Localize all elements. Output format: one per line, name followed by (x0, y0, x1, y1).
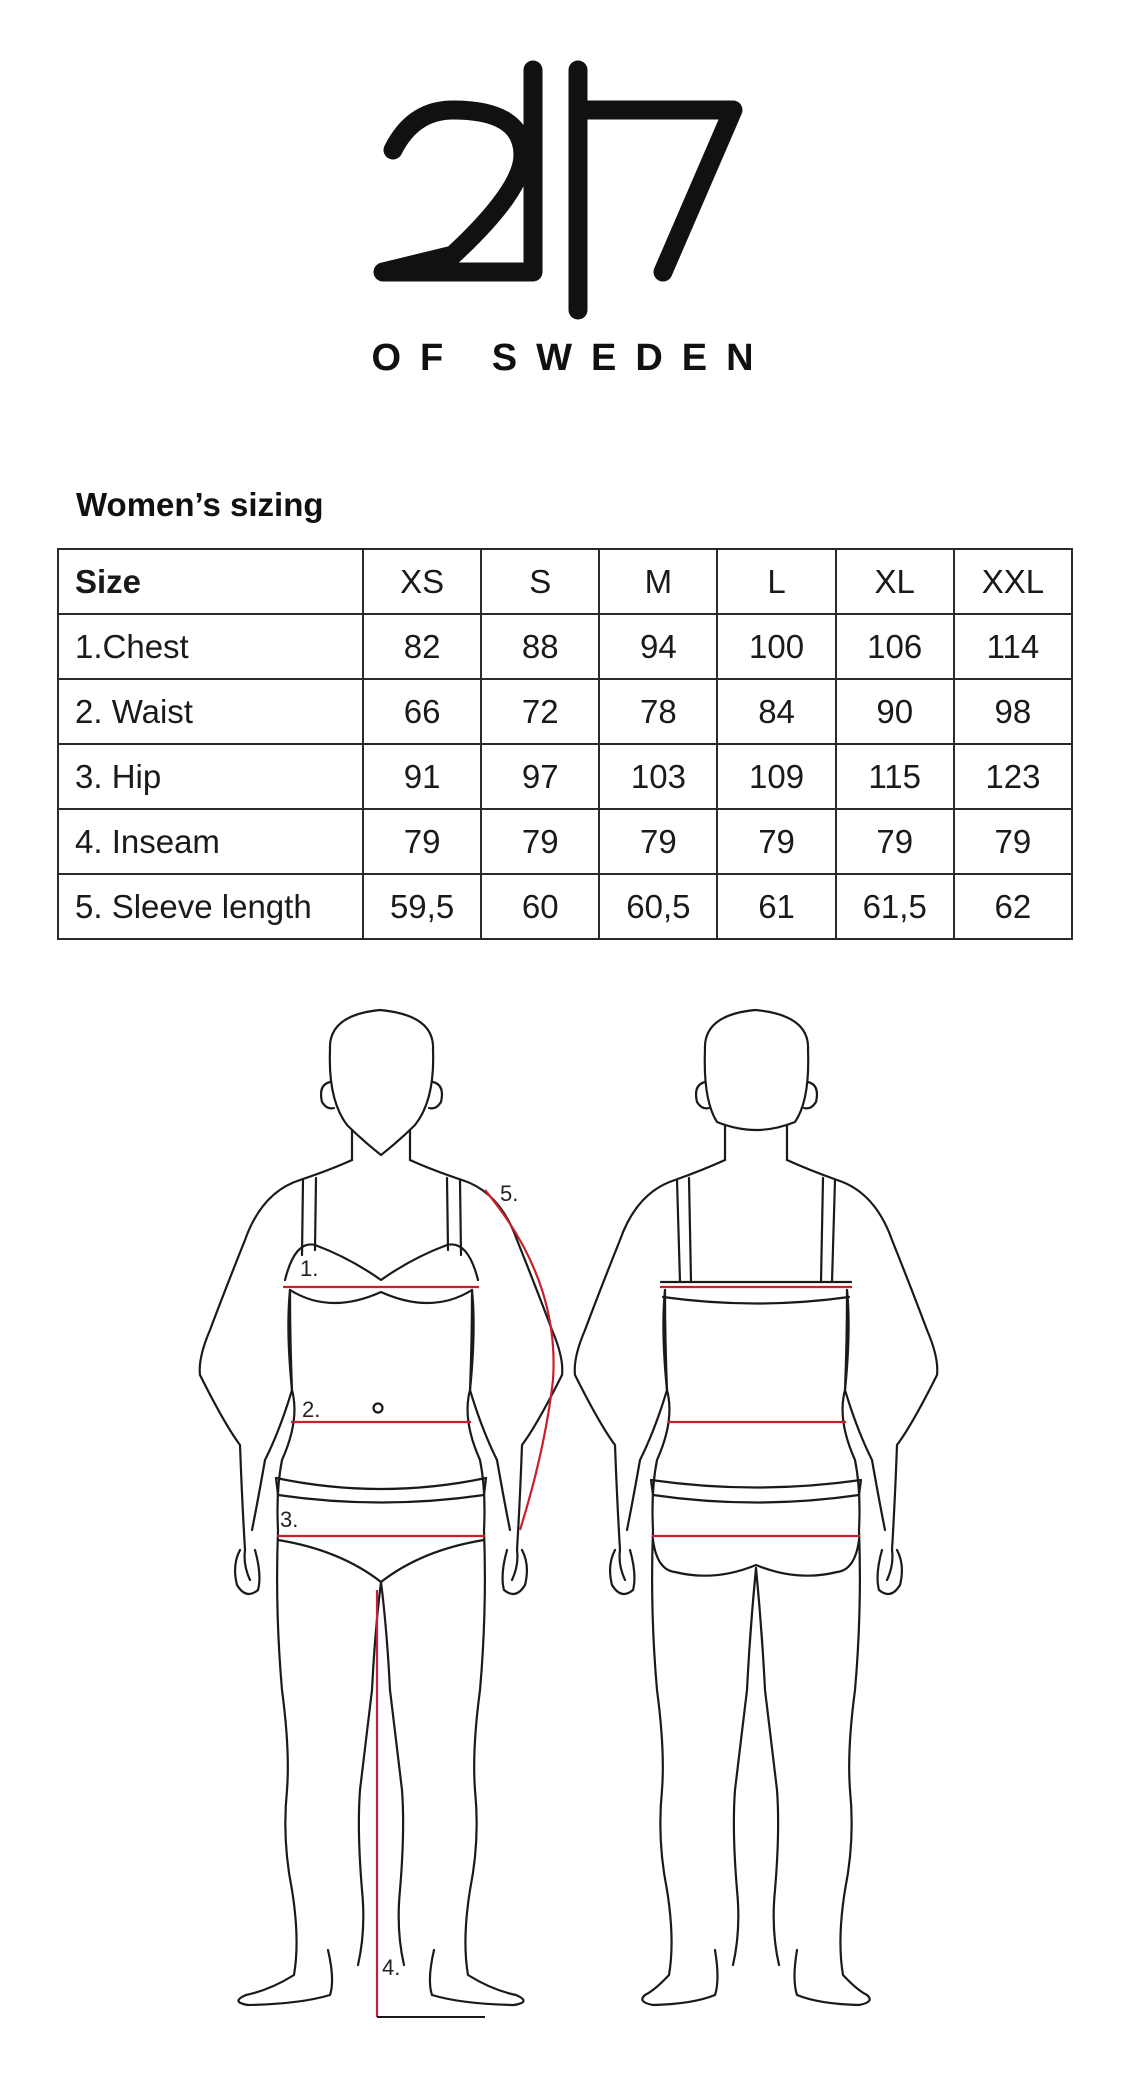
body-figures-illustration: 1. 2. 3. 4. 5. (198, 1008, 939, 2018)
table-cell: 97 (480, 743, 601, 810)
table-cell: 60 (480, 873, 601, 940)
table-cell: 78 (598, 678, 719, 745)
table-cell: 98 (952, 678, 1074, 745)
column-header: XL (834, 548, 955, 615)
column-header: Size (57, 548, 364, 615)
table-cell: 72 (480, 678, 601, 745)
row-label: 1.Chest (57, 613, 364, 680)
table-cell: 123 (952, 743, 1074, 810)
table-cell: 60,5 (598, 873, 719, 940)
column-header: M (598, 548, 719, 615)
front-figure-outline (198, 1008, 564, 2007)
row-label: 4. Inseam (57, 808, 364, 875)
table-cell: 79 (480, 808, 601, 875)
row-label: 2. Waist (57, 678, 364, 745)
size-table: Size XS S M L XL XXL 1.Chest 82 88 94 10… (57, 548, 1074, 940)
table-cell: 61,5 (834, 873, 955, 940)
brand-subtitle: OF SWEDEN (371, 337, 773, 379)
column-header: L (716, 548, 837, 615)
back-figure-outline (573, 1008, 939, 2007)
table-cell: 103 (598, 743, 719, 810)
table-cell: 114 (952, 613, 1074, 680)
table-cell: 59,5 (361, 873, 483, 940)
table-title: Women’s sizing (76, 486, 324, 523)
table-cell: 79 (361, 808, 483, 875)
front-measurement-lines (277, 1189, 555, 2017)
table-cell: 109 (716, 743, 837, 810)
column-header: XS (361, 548, 483, 615)
table-cell: 91 (361, 743, 483, 810)
measurement-diagram: 1. 2. 3. 4. 5. (0, 990, 1125, 2050)
table-row: 3. Hip 91 97 103 109 115 123 (57, 743, 1074, 810)
column-header: XXL (952, 548, 1074, 615)
table-cell: 106 (834, 613, 955, 680)
table-cell: 79 (952, 808, 1074, 875)
row-label: 5. Sleeve length (57, 873, 364, 940)
table-cell: 90 (834, 678, 955, 745)
marker-label-2: 2. (302, 1397, 320, 1422)
marker-label-4: 4. (382, 1955, 400, 1980)
back-measurement-lines (652, 1285, 860, 1538)
table-cell: 115 (834, 743, 955, 810)
marker-label-1: 1. (300, 1256, 318, 1281)
table-cell: 79 (716, 808, 837, 875)
row-label: 3. Hip (57, 743, 364, 810)
brand-logo: OF SWEDEN (0, 60, 1125, 390)
table-row: 1.Chest 82 88 94 100 106 114 (57, 613, 1074, 680)
table-cell: 79 (598, 808, 719, 875)
table-cell: 84 (716, 678, 837, 745)
table-header-row: Size XS S M L XL XXL (57, 548, 1074, 615)
logo-mark-2-7-icon (373, 60, 742, 320)
table-row: 5. Sleeve length 59,5 60 60,5 61 61,5 62 (57, 873, 1074, 940)
table-cell: 66 (361, 678, 483, 745)
table-cell: 82 (361, 613, 483, 680)
column-header: S (480, 548, 601, 615)
table-cell: 61 (716, 873, 837, 940)
sleeve-length-line (484, 1189, 555, 1531)
table-cell: 94 (598, 613, 719, 680)
table-cell: 88 (480, 613, 601, 680)
marker-label-5: 5. (500, 1181, 518, 1206)
table-cell: 79 (834, 808, 955, 875)
table-cell: 62 (952, 873, 1074, 940)
table-cell: 100 (716, 613, 837, 680)
table-row: 2. Waist 66 72 78 84 90 98 (57, 678, 1074, 745)
marker-label-3: 3. (280, 1507, 298, 1532)
table-row: 4. Inseam 79 79 79 79 79 79 (57, 808, 1074, 875)
